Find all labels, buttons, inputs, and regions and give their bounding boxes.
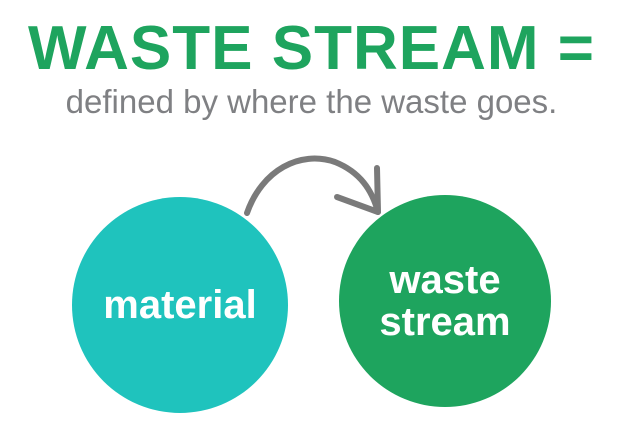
material-label: material: [103, 283, 257, 327]
waste-stream-label-line1: waste: [389, 258, 501, 302]
waste-stream-circle: waste stream: [339, 195, 551, 407]
waste-stream-label-line2: stream: [379, 300, 511, 344]
page-title: WASTE STREAM =: [28, 14, 595, 83]
material-circle: material: [72, 197, 288, 413]
subtitle: defined by where the waste goes.: [65, 83, 558, 120]
